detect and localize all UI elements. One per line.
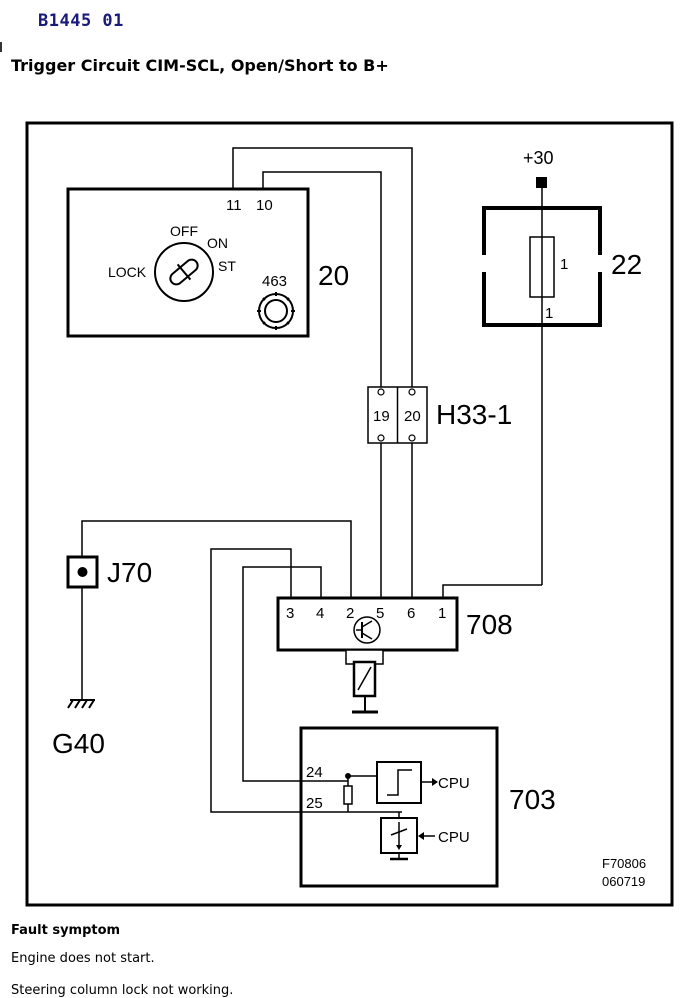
ign-pin-11: 11	[226, 197, 242, 214]
lock-solenoid-icon	[345, 649, 384, 714]
wire-3-25	[210, 548, 302, 813]
fuse-box-id: 22	[611, 249, 642, 280]
fuse-number: 1	[560, 256, 568, 273]
terminal-b30-icon	[536, 177, 547, 188]
steering-lock-id: 708	[466, 609, 513, 640]
chassis-ground-icon	[67, 699, 95, 709]
wire-fuse-1	[442, 584, 542, 598]
ground-id: G40	[52, 728, 105, 759]
gear-teeth-icon	[257, 292, 295, 330]
fuse-box-pin: 1	[545, 305, 553, 322]
cpu-label-1: CPU	[438, 775, 470, 792]
transistor-icon	[353, 616, 381, 644]
lock-pin-5: 5	[376, 605, 384, 622]
connector-pin-19: 19	[373, 408, 390, 425]
pullup-resistor-icon	[343, 785, 353, 805]
module-pin-25: 25	[306, 795, 323, 812]
lock-pin-4: 4	[316, 605, 324, 622]
wire-10-19	[262, 171, 382, 387]
wiring-diagram: 11 10 OFF ON LOCK ST 463 20 +30 1 1 22 1…	[25, 121, 674, 907]
wire-4-24	[242, 566, 322, 782]
ground-point-id: J70	[107, 557, 152, 588]
connector-id: H33-1	[436, 399, 512, 430]
connector-pin-20: 20	[404, 408, 421, 425]
arrow-right-icon	[432, 778, 438, 786]
fault-symptom-item: Engine does not start.	[11, 951, 155, 966]
wire-j70-2	[81, 520, 352, 598]
arrow-left-icon	[418, 832, 424, 840]
ign-pos-on: ON	[207, 235, 228, 251]
wire-11-20	[232, 147, 413, 387]
ign-pos-st: ST	[218, 258, 236, 274]
ignition-key-icon	[169, 258, 199, 286]
supply-b30-label: +30	[523, 148, 554, 168]
ign-pos-off: OFF	[170, 223, 198, 239]
fault-symptom-item: Steering column lock not working.	[11, 983, 234, 998]
ign-pin-10: 10	[256, 197, 273, 214]
cpu-label-2: CPU	[438, 829, 470, 846]
connector-pin-circles	[377, 388, 416, 442]
ignition-key-cylinder	[154, 242, 214, 302]
lock-pin-1: 1	[438, 605, 446, 622]
lock-pin-2: 2	[346, 605, 354, 622]
ground-point-j70	[66, 555, 99, 589]
fault-symptom-heading: Fault symptom	[11, 923, 121, 938]
control-module-id: 703	[509, 784, 556, 815]
schmitt-trigger-icon	[376, 761, 422, 804]
wires	[81, 147, 543, 813]
fuse-box-outline	[482, 206, 602, 327]
lock-pin-6: 6	[407, 605, 415, 622]
diagram-frame	[25, 121, 674, 907]
ign-component-id: 20	[318, 260, 349, 291]
page-edge-mark	[0, 42, 2, 52]
ground-point-dot-icon	[77, 567, 88, 577]
figure-ref-1: F70806	[602, 856, 646, 871]
module-pin-24: 24	[306, 764, 323, 781]
control-module-box	[299, 726, 499, 888]
gear-inner-icon	[264, 299, 288, 323]
figure-ref-2: 060719	[602, 874, 645, 889]
fault-code: B1445 01	[38, 11, 124, 31]
ign-subcomponent-label: 463	[262, 273, 287, 290]
page-title: Trigger Circuit CIM-SCL, Open/Short to B…	[11, 56, 389, 75]
lock-pin-3: 3	[286, 605, 294, 622]
ign-pos-lock: LOCK	[108, 264, 147, 280]
